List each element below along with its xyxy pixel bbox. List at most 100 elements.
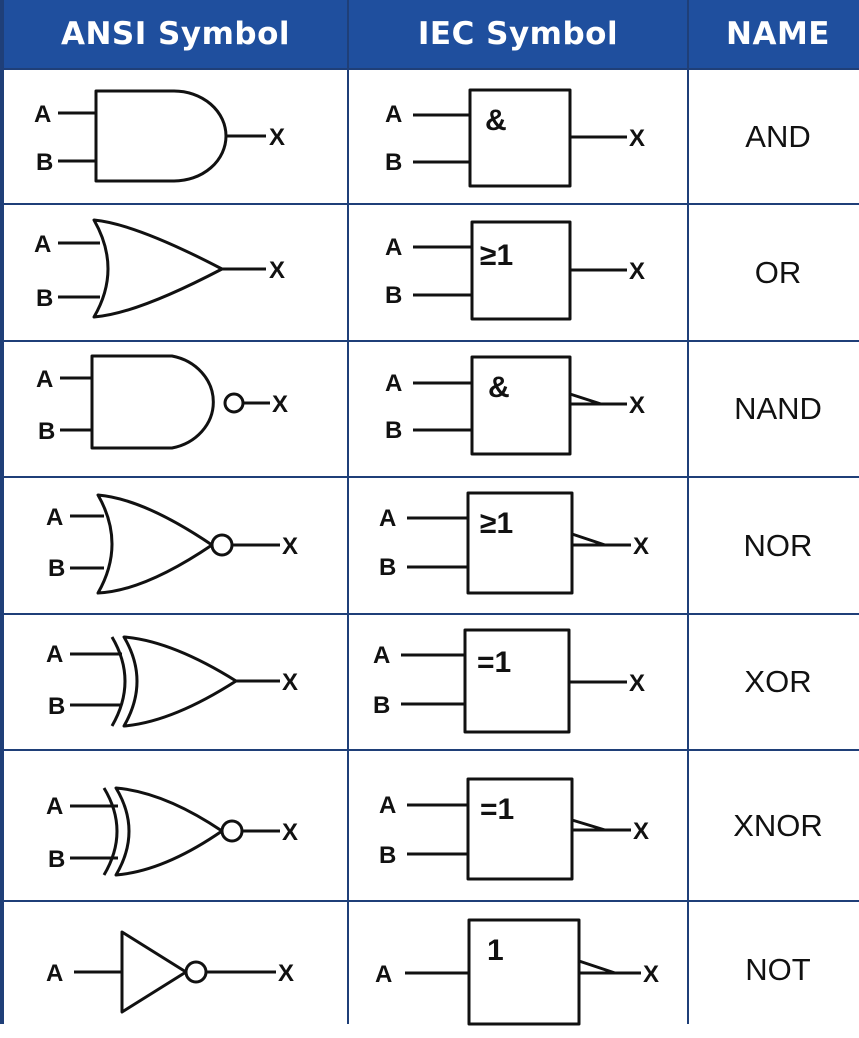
input-b-label: B xyxy=(38,418,55,445)
xor-gate-body xyxy=(122,635,238,728)
ansi-and-symbol: A B X xyxy=(34,89,285,183)
header-ansi-symbol: ANSI Symbol xyxy=(4,0,347,68)
ansi-xor-symbol: A B X xyxy=(46,635,298,728)
negation-wedge xyxy=(571,532,606,547)
output-x-label: X xyxy=(278,960,294,987)
iec-xnor-cell: A B =1 X xyxy=(349,751,687,900)
ansi-nand-symbol: A B X xyxy=(36,354,288,450)
iec-symbol-text: & xyxy=(485,104,507,137)
iec-not-cell: A 1 X xyxy=(349,902,687,1038)
gate-name-not: NOT xyxy=(689,902,859,1038)
gate-name-and: AND xyxy=(689,70,859,203)
gate-name-nand: NAND xyxy=(689,342,859,476)
output-x-label: X xyxy=(629,258,645,285)
ansi-nor-cell: A B X xyxy=(4,478,347,613)
ansi-xnor-symbol: A B X xyxy=(46,786,298,877)
iec-box xyxy=(466,777,574,881)
nand-gate-body xyxy=(90,354,215,450)
ansi-or-symbol: A B X xyxy=(34,218,285,319)
iec-or-cell: A B ≥1 X xyxy=(349,205,687,340)
xnor-gate-body xyxy=(114,786,224,877)
input-a-label: A xyxy=(379,505,396,532)
output-x-label: X xyxy=(633,533,649,560)
header-iec-symbol: IEC Symbol xyxy=(349,0,687,68)
iec-box xyxy=(470,355,572,456)
input-a-label: A xyxy=(46,793,63,820)
iec-box xyxy=(463,628,571,734)
not-gate-triangle xyxy=(120,930,188,1014)
iec-nor-symbol: A B ≥1 X xyxy=(379,491,649,595)
output-x-label: X xyxy=(269,124,285,151)
ansi-or-cell: A B X xyxy=(4,205,347,340)
iec-symbol-text: =1 xyxy=(480,793,514,826)
inversion-bubble xyxy=(184,960,208,984)
iec-box xyxy=(470,220,572,321)
iec-symbol-text: ≥1 xyxy=(480,507,513,540)
output-x-label: X xyxy=(633,818,649,845)
iec-symbol-text: ≥1 xyxy=(480,239,513,272)
gate-name-or: OR xyxy=(689,205,859,340)
output-x-label: X xyxy=(282,533,298,560)
iec-and-symbol: A B & X xyxy=(385,88,645,188)
iec-or-symbol: A B ≥1 X xyxy=(385,220,645,321)
xnor-input-arc xyxy=(102,787,119,876)
input-a-label: A xyxy=(46,641,63,668)
ansi-not-cell: A X xyxy=(4,902,347,1038)
input-a-label: A xyxy=(385,101,402,128)
output-x-label: X xyxy=(629,670,645,697)
nor-gate-body xyxy=(96,493,214,595)
output-x-label: X xyxy=(282,669,298,696)
input-a-label: A xyxy=(34,231,51,258)
input-a-label: A xyxy=(379,792,396,819)
output-x-label: X xyxy=(629,392,645,419)
input-a-label: A xyxy=(373,642,390,669)
output-x-label: X xyxy=(629,125,645,152)
iec-xor-symbol: A B =1 X xyxy=(373,628,645,734)
iec-symbol-text: & xyxy=(488,371,510,404)
ansi-xor-cell: A B X xyxy=(4,615,347,749)
iec-nand-cell: A B & X xyxy=(349,342,687,476)
ansi-nand-cell: A B X xyxy=(4,342,347,476)
input-a-label: A xyxy=(34,101,51,128)
ansi-xnor-cell: A B X xyxy=(4,751,347,900)
input-b-label: B xyxy=(373,692,390,719)
ansi-not-symbol: A X xyxy=(46,930,294,1014)
input-b-label: B xyxy=(379,554,396,581)
iec-box xyxy=(467,918,581,1026)
input-b-label: B xyxy=(385,149,402,176)
input-b-label: B xyxy=(36,149,53,176)
input-a-label: A xyxy=(46,960,63,987)
iec-xnor-symbol: A B =1 X xyxy=(379,777,649,881)
iec-nor-cell: A B ≥1 X xyxy=(349,478,687,613)
input-b-label: B xyxy=(48,693,65,720)
gate-name-xnor: XNOR xyxy=(689,751,859,900)
input-b-label: B xyxy=(379,842,396,869)
ansi-nor-symbol: A B X xyxy=(46,493,298,595)
input-a-label: A xyxy=(385,370,402,397)
iec-symbol-text: =1 xyxy=(477,646,511,679)
input-a-label: A xyxy=(46,504,63,531)
iec-box xyxy=(466,491,574,595)
iec-and-cell: A B & X xyxy=(349,70,687,203)
xor-input-arc xyxy=(110,636,127,727)
ansi-and-cell: A B X xyxy=(4,70,347,203)
or-gate-body xyxy=(92,218,224,319)
inversion-bubble xyxy=(210,533,234,557)
output-x-label: X xyxy=(643,961,659,988)
iec-nand-symbol: A B & X xyxy=(385,355,645,456)
iec-not-symbol: A 1 X xyxy=(375,918,659,1026)
input-b-label: B xyxy=(36,285,53,312)
and-gate-body xyxy=(94,89,228,183)
iec-symbol-text: 1 xyxy=(487,934,504,967)
output-x-label: X xyxy=(282,819,298,846)
iec-xor-cell: A B =1 X xyxy=(349,615,687,749)
input-b-label: B xyxy=(385,282,402,309)
inversion-bubble xyxy=(223,392,245,414)
input-a-label: A xyxy=(385,234,402,261)
inversion-bubble xyxy=(220,819,244,843)
input-b-label: B xyxy=(385,417,402,444)
negation-wedge xyxy=(578,959,616,975)
input-a-label: A xyxy=(36,366,53,393)
gate-name-nor: NOR xyxy=(689,478,859,613)
